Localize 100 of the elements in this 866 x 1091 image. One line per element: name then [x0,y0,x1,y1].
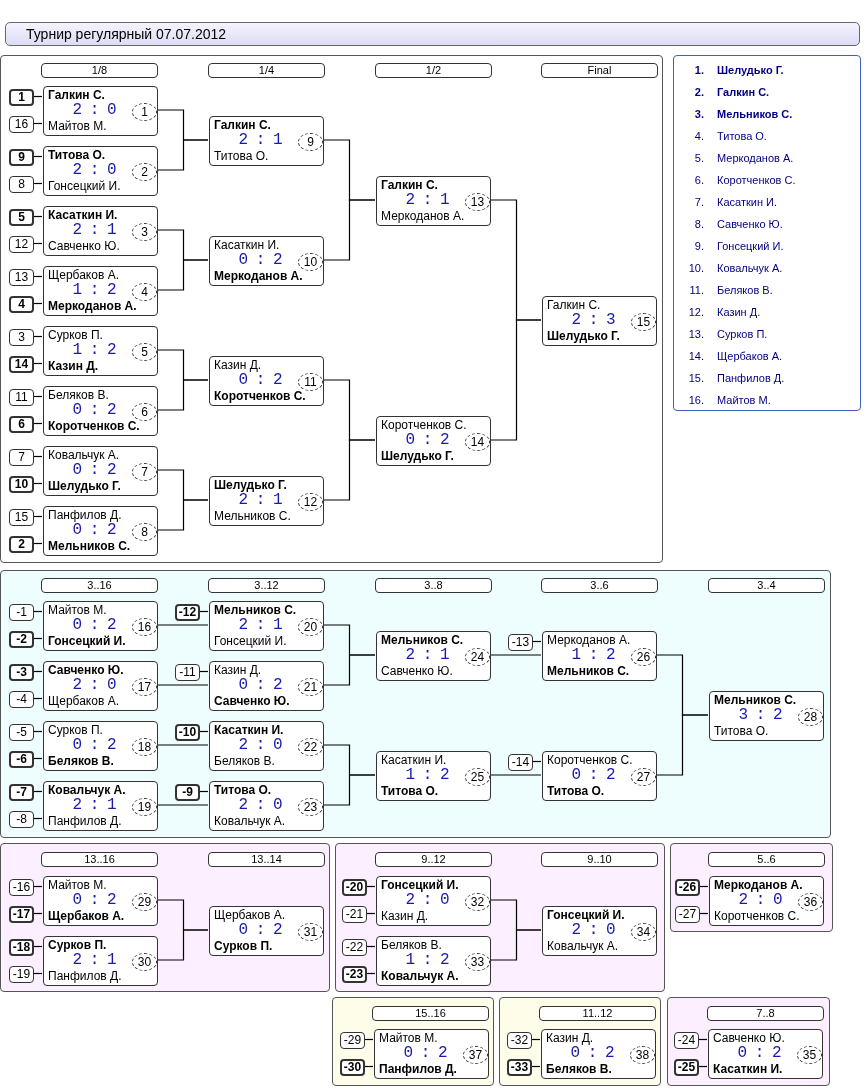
connector-line [698,912,709,915]
round-header: 3..12 [208,578,325,593]
round-header: 3..16 [41,578,158,593]
bracket-line [156,499,209,531]
bracket-line [489,319,542,441]
seed-number: -20 [342,879,367,896]
match-box [376,876,491,926]
match-number: 6 [132,403,157,421]
player-name: Савченко Ю. [214,694,290,708]
match-number: 16 [132,618,157,636]
round-header: 3..6 [541,578,658,593]
round-header: 1/4 [208,63,325,78]
match-box [376,631,491,681]
match-box [43,86,158,136]
seed-number: 1 [9,89,34,106]
match-number: 1 [132,103,157,121]
match-number: 23 [298,798,323,816]
score: 2 : 0 [71,162,117,179]
connector-line [198,670,209,673]
match-number: 3 [132,223,157,241]
connector-line [32,275,43,278]
player-name: Панфилов Д. [48,969,122,983]
bracket-line [156,684,209,686]
connector-line [32,422,43,425]
match-number: 18 [132,738,157,756]
player-name: Беляков В. [48,388,109,402]
bracket-line [156,744,209,746]
match-number: 5 [132,343,157,361]
player-name: Беляков В. [546,1062,612,1076]
player-name: Коротченков С. [214,389,306,403]
seed-number: -1 [9,604,34,621]
connector-line [198,610,209,613]
rank-number: 6. [693,174,704,187]
match-number: 33 [465,953,490,971]
seed-number: 16 [9,116,34,133]
round-header: 13..14 [208,852,325,867]
seed-number: 12 [9,236,34,253]
seed-number: 11 [9,389,34,406]
player-name: Ковальчук А. [381,969,459,983]
match-box [43,936,158,986]
player-name: Ковальчук А. [214,814,286,828]
player-name: Меркоданов А. [381,209,465,223]
player-name: Титова О. [714,724,769,738]
seed-number: -27 [675,906,700,923]
player-name: Гонсецкий И. [381,878,459,892]
player-name: Панфилов Д. [48,814,122,828]
player-name: Майтов М. [379,1031,438,1045]
match-box [542,631,657,681]
connector-line [32,95,43,98]
player-name: Майтов М. [48,878,107,892]
connector-line [32,155,43,158]
seed-number: -7 [9,784,34,801]
match-box [43,146,158,196]
player-name: Щербаков А. [48,909,125,923]
rank-number: 3. [693,108,704,121]
score: 2 : 1 [237,132,283,149]
rank-number: 14. [687,350,704,363]
bracket-panel [332,997,494,1086]
connector-line [32,482,43,485]
connector-line [198,790,209,793]
player-name: Беляков В. [381,938,442,952]
match-number: 17 [132,678,157,696]
connector-line [365,945,376,948]
match-number: 13 [465,193,490,211]
match-number: 8 [132,523,157,541]
player-name: Коротченков С. [381,418,467,432]
player-name: Сурков П. [48,328,103,342]
match-box [209,721,324,771]
player-name: Титова О. [381,784,439,798]
player-name: Ковальчук А. [717,262,783,275]
match-box [43,601,158,651]
match-box [209,906,324,956]
match-number: 34 [631,923,656,941]
match-box [376,416,491,466]
bracket-panel [335,843,665,992]
bracket-line [156,624,209,626]
score: 0 : 2 [71,402,117,419]
seed-number: -11 [175,664,200,681]
match-box [43,781,158,831]
connector-line [365,885,376,888]
player-name: Шелудько Г. [214,478,287,492]
player-name: Мельников С. [717,108,793,121]
round-header: 5..6 [708,852,825,867]
bracket-line [489,929,542,961]
seed-number: 4 [9,296,34,313]
match-number: 24 [465,648,490,666]
match-number: 14 [465,433,490,451]
match-number: 20 [298,618,323,636]
connector-line [32,395,43,398]
connector-line [697,1038,708,1041]
connector-line [32,215,43,218]
connector-line [32,242,43,245]
player-name: Галкин С. [214,118,271,132]
match-box [209,116,324,166]
seed-number: 15 [9,509,34,526]
player-name: Беляков В. [717,284,773,297]
player-name: Шелудько Г. [381,449,454,463]
player-name: Касаткин И. [48,208,118,222]
connector-line [697,1065,708,1068]
player-name: Казин Д. [214,358,262,372]
